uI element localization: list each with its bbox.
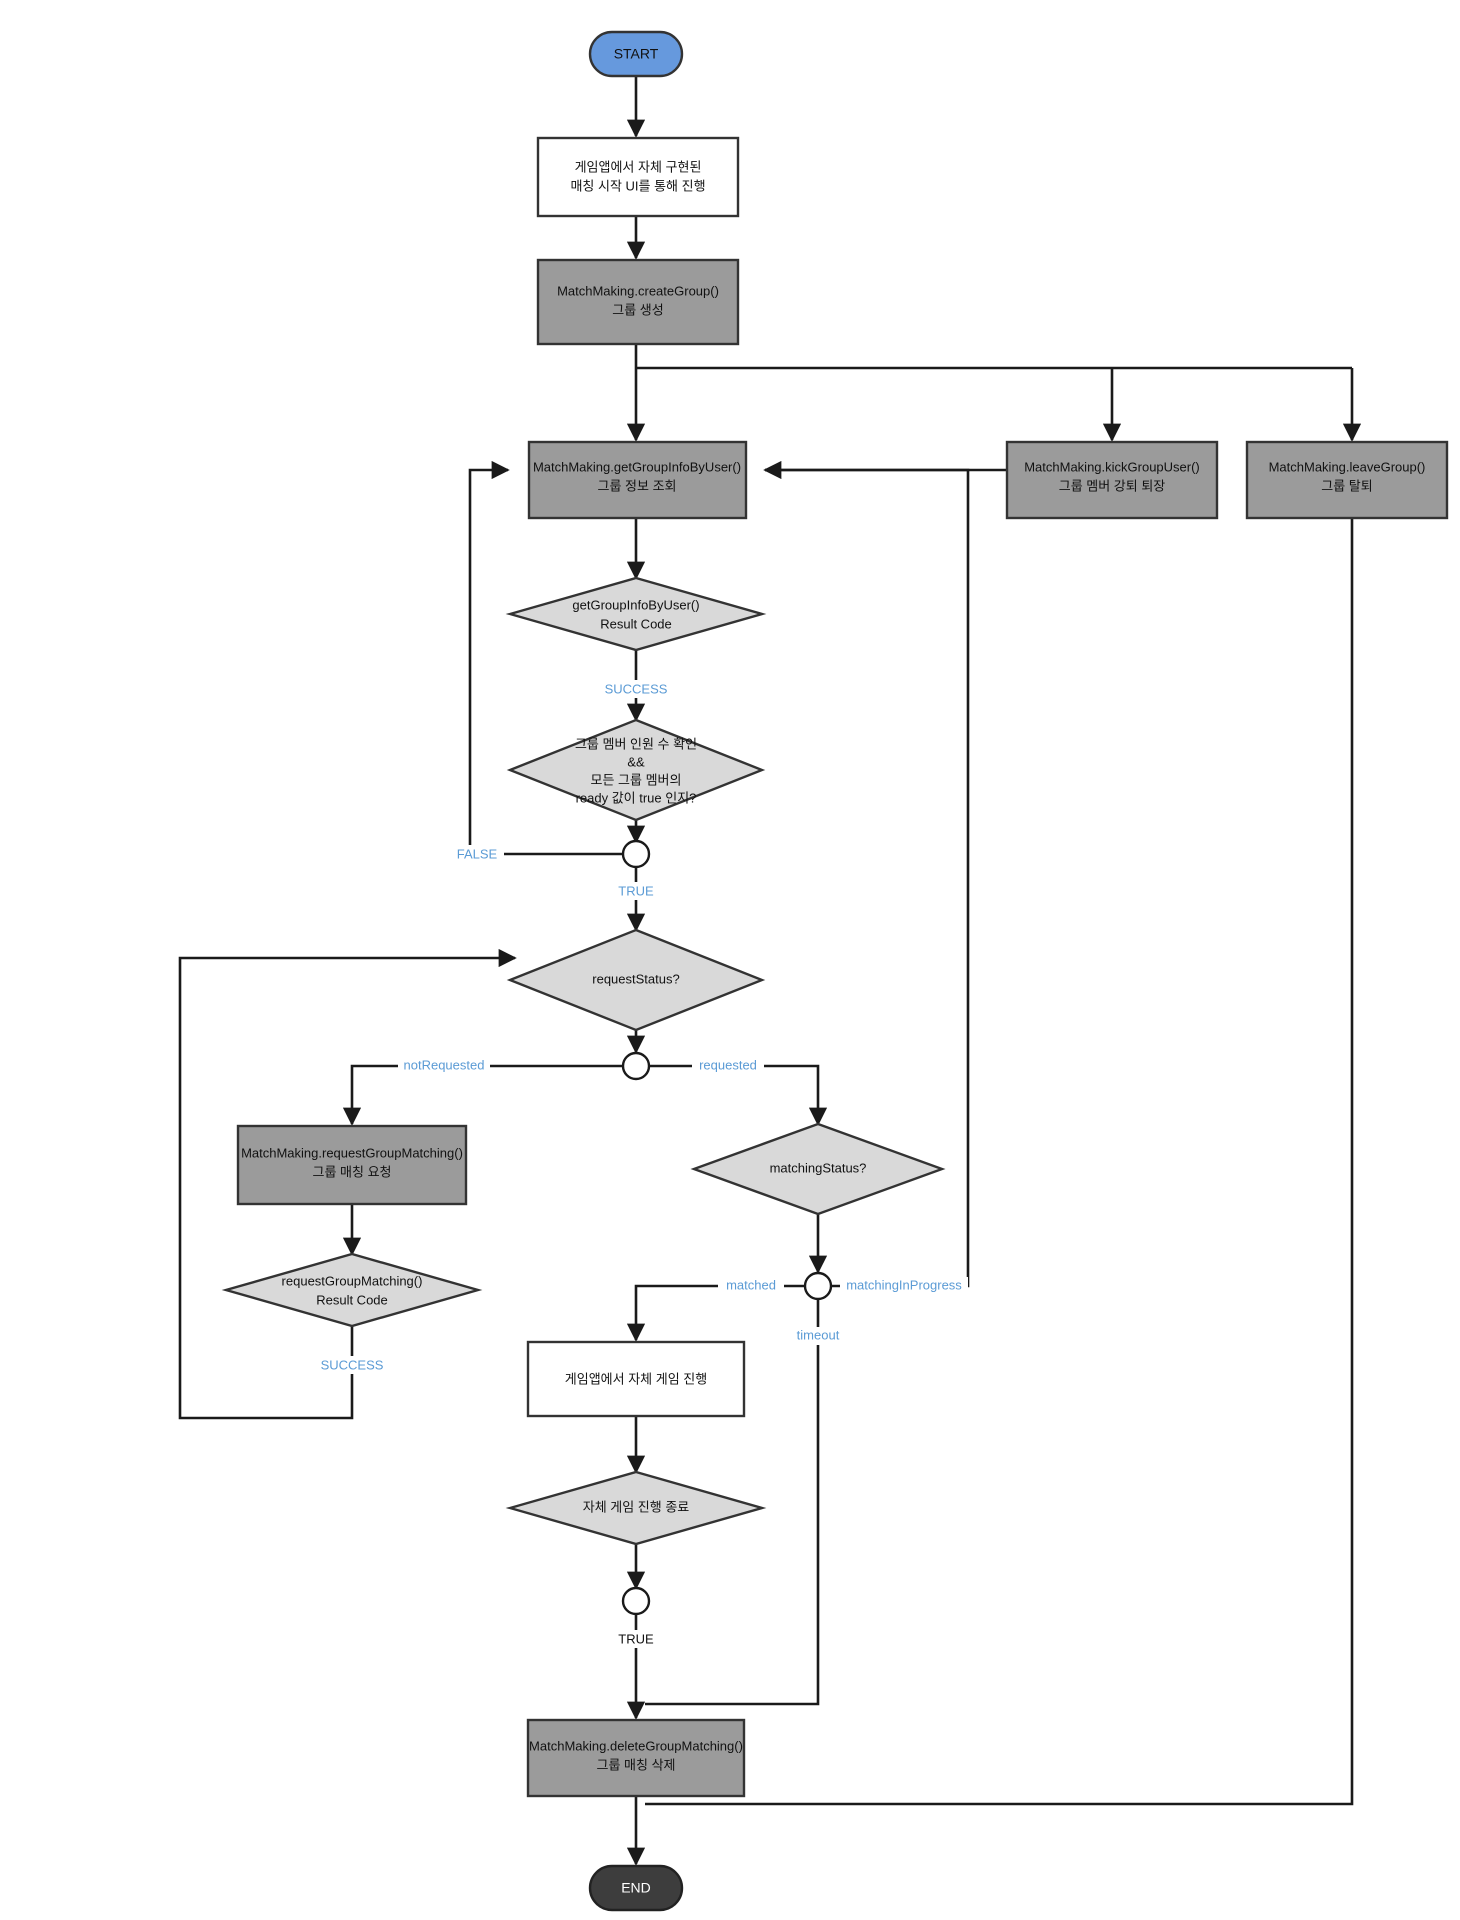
kick-group-user-shape (1005, 440, 1219, 520)
node-create-group[interactable]: MatchMaking.createGroup() 그룹 생성 (536, 258, 740, 346)
delete-group-matching-line1: MatchMaking.deleteGroupMatching() (529, 1738, 743, 1753)
kick-group-user-line2: 그룹 멤버 강퇴 퇴장 (1059, 478, 1166, 493)
member-ready-line3: 모든 그룹 멤버의 (591, 772, 682, 787)
delete-group-matching-line2: 그룹 매칭 삭제 (597, 1757, 676, 1772)
node-start[interactable]: START (588, 30, 684, 78)
request-status-line1: requestStatus? (592, 971, 679, 986)
node-member-ready-check[interactable]: 그룹 멤버 인원 수 확인 && 모든 그룹 멤버의 ready 값이 true… (506, 718, 766, 822)
get-group-info-line1: MatchMaking.getGroupInfoByUser() (533, 459, 741, 474)
get-group-info-line2: 그룹 정보 조회 (598, 478, 677, 493)
get-group-info-shape (527, 440, 748, 520)
node-matching-status[interactable]: matchingStatus? (690, 1122, 946, 1216)
node-request-group-matching-result[interactable]: requestGroupMatching() Result Code (221, 1252, 483, 1328)
edge-label-success-1: SUCCESS (605, 681, 668, 696)
junction-2-circle (621, 1051, 651, 1081)
junction-game-end (621, 1586, 651, 1616)
edges-layer (178, 76, 1362, 1866)
edge-label-false-1: FALSE (457, 846, 498, 861)
edge-label-timeout: timeout (797, 1327, 840, 1342)
node-delete-group-matching[interactable]: MatchMaking.deleteGroupMatching() 그룹 매칭 … (526, 1718, 746, 1798)
edge-label-success-2: SUCCESS (321, 1357, 384, 1372)
edge-label-true-2: TRUE (618, 1631, 654, 1646)
edge-label-matching-in-progress: matchingInProgress (846, 1277, 962, 1292)
create-group-line1: MatchMaking.createGroup() (557, 283, 719, 298)
end-label: END (621, 1880, 651, 1896)
label-bg-matched (718, 1277, 784, 1295)
junction-3-circle (803, 1271, 833, 1301)
leave-group-line1: MatchMaking.leaveGroup() (1269, 459, 1426, 474)
game-play-shape (526, 1340, 746, 1418)
node-leave-group[interactable]: MatchMaking.leaveGroup() 그룹 탈퇴 (1245, 440, 1449, 520)
delete-group-matching-shape (526, 1718, 746, 1798)
request-group-matching-line2: 그룹 매칭 요청 (313, 1164, 392, 1179)
matching-status-line1: matchingStatus? (770, 1160, 867, 1175)
edge-label-requested: requested (699, 1057, 757, 1072)
req-matching-result-line1: requestGroupMatching() (282, 1273, 423, 1288)
game-ui-line1: 게임앱에서 자체 구현된 (575, 159, 702, 174)
get-group-info-result-line1: getGroupInfoByUser() (572, 597, 699, 612)
request-group-matching-shape (236, 1124, 468, 1206)
junction-matching-status (803, 1271, 833, 1301)
node-request-status[interactable]: requestStatus? (506, 928, 766, 1032)
label-bg-timeout (788, 1327, 848, 1345)
start-shape (588, 30, 684, 78)
game-ui-shape (536, 136, 740, 218)
node-game-ui[interactable]: 게임앱에서 자체 구현된 매칭 시작 UI를 통해 진행 (536, 136, 740, 218)
edge-timeout (645, 1300, 820, 1706)
member-ready-line4: ready 값이 true 인지? (576, 790, 697, 805)
edge-label-true-1: TRUE (618, 883, 654, 898)
junction-4-circle (621, 1586, 651, 1616)
junction-request-status (621, 1051, 651, 1081)
node-get-group-info-result[interactable]: getGroupInfoByUser() Result Code (505, 576, 767, 652)
member-ready-check-shape (506, 718, 766, 822)
label-bg-success1 (596, 680, 676, 698)
game-play-line1: 게임앱에서 자체 게임 진행 (565, 1371, 707, 1386)
label-bg-true1 (608, 882, 664, 900)
end-shape (588, 1864, 684, 1912)
edge-notrequested (342, 1064, 622, 1126)
request-group-matching-result-shape (221, 1252, 483, 1328)
node-get-group-info[interactable]: MatchMaking.getGroupInfoByUser() 그룹 정보 조… (527, 440, 748, 520)
member-ready-line2: && (627, 754, 645, 769)
create-group-line2: 그룹 생성 (612, 302, 663, 317)
label-bg-requested (692, 1057, 764, 1075)
game-ui-line2: 매칭 시작 UI를 통해 진행 (570, 178, 705, 193)
edge-label-matched: matched (726, 1277, 776, 1292)
node-game-end[interactable]: 자체 게임 진행 종료 (505, 1470, 767, 1546)
request-group-matching-line1: MatchMaking.requestGroupMatching() (241, 1145, 463, 1160)
junction-false-true (621, 839, 651, 869)
member-ready-line1: 그룹 멤버 인원 수 확인 (575, 736, 697, 751)
req-matching-result-line2: Result Code (316, 1292, 388, 1307)
edge-label-not-requested: notRequested (404, 1057, 485, 1072)
node-end[interactable]: END (588, 1864, 684, 1912)
game-end-shape (505, 1470, 767, 1546)
node-game-play[interactable]: 게임앱에서 자체 게임 진행 (526, 1340, 746, 1418)
label-bg-false1 (450, 845, 504, 863)
label-bg-success2 (312, 1356, 392, 1374)
label-bg-matchinginprogress (840, 1277, 968, 1295)
node-kick-group-user[interactable]: MatchMaking.kickGroupUser() 그룹 멤버 강퇴 퇴장 (1005, 440, 1219, 520)
leave-group-line2: 그룹 탈퇴 (1321, 478, 1372, 493)
start-label: START (614, 46, 659, 62)
leave-group-shape (1245, 440, 1449, 520)
junction-1-circle (621, 839, 651, 869)
node-request-group-matching[interactable]: MatchMaking.requestGroupMatching() 그룹 매칭… (236, 1124, 468, 1206)
label-bg-true2 (608, 1630, 664, 1648)
request-status-shape (506, 928, 766, 1032)
edge-false-loop (468, 460, 622, 856)
game-end-line1: 자체 게임 진행 종료 (583, 1499, 690, 1514)
get-group-info-result-shape (505, 576, 767, 652)
get-group-info-result-line2: Result Code (600, 616, 672, 631)
matching-status-shape (690, 1122, 946, 1216)
kick-group-user-line1: MatchMaking.kickGroupUser() (1024, 459, 1200, 474)
label-bg-notrequested (398, 1057, 490, 1075)
edge-labels-layer: SUCCESS FALSE TRUE notRequested requeste… (312, 680, 968, 1648)
create-group-shape (536, 258, 740, 346)
edge-leavegroup-to-end (645, 518, 1354, 1806)
edge-success2-loop (178, 948, 517, 1420)
